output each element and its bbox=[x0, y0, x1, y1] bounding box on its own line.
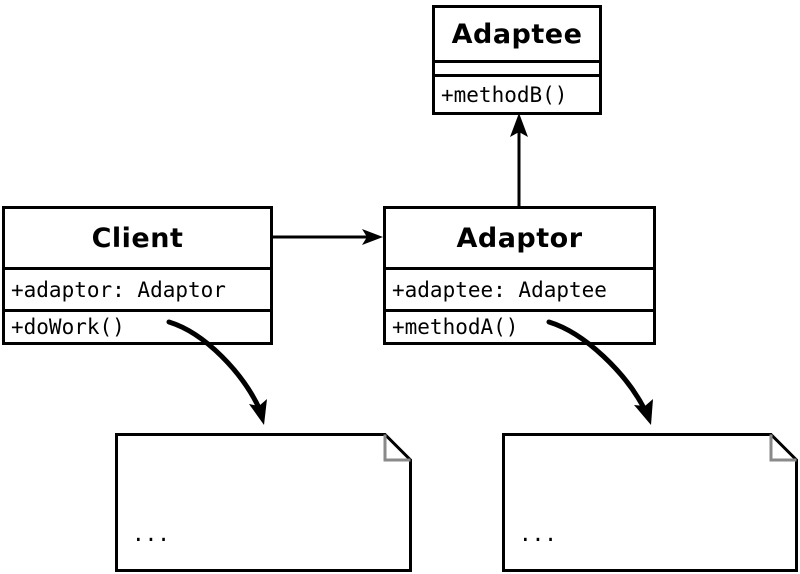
note-shape-client bbox=[115, 433, 412, 572]
note-text-adaptor: ... adaptee.methodB(); ... bbox=[519, 449, 788, 574]
class-attribute-client-adaptor: +adaptor: Adaptor bbox=[5, 267, 270, 309]
class-title-adaptee: Adaptee bbox=[435, 8, 599, 60]
class-attributes-adaptee bbox=[435, 60, 599, 74]
class-box-client[interactable]: Client +adaptor: Adaptor +doWork() bbox=[2, 206, 273, 345]
class-operation-adaptee-methodb: +methodB() bbox=[435, 74, 599, 112]
note-box-client[interactable]: ... adaptor.methodA(); ... bbox=[115, 433, 412, 572]
class-operation-client-dowork: +doWork() bbox=[5, 309, 270, 342]
class-box-adaptee[interactable]: Adaptee +methodB() bbox=[432, 5, 602, 115]
connector-adaptor-to-adaptee bbox=[510, 113, 528, 206]
class-title-client: Client bbox=[5, 209, 270, 267]
class-box-adaptor[interactable]: Adaptor +adaptee: Adaptee +methodA() bbox=[383, 206, 656, 345]
note-box-adaptor[interactable]: ... adaptee.methodB(); ... bbox=[502, 433, 798, 572]
class-attribute-adaptor-adaptee: +adaptee: Adaptee bbox=[386, 267, 653, 309]
class-title-adaptor: Adaptor bbox=[386, 209, 653, 267]
class-operation-adaptor-methoda: +methodA() bbox=[386, 309, 653, 342]
note-shape-adaptor bbox=[502, 433, 798, 572]
note-text-client: ... adaptor.methodA(); ... bbox=[132, 449, 402, 574]
note-line: ... bbox=[519, 522, 557, 546]
connector-client-to-adaptor bbox=[273, 229, 383, 245]
note-line: ... bbox=[132, 522, 170, 546]
